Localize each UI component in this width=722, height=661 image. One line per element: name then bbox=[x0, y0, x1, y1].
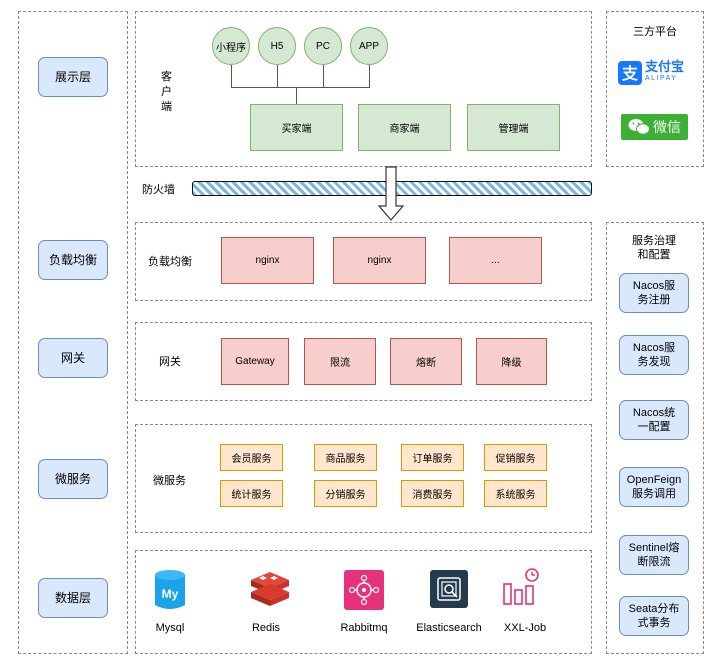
rabbitmq-caption: Rabbitmq bbox=[340, 622, 388, 634]
microservice-section bbox=[135, 424, 592, 533]
redis-caption: Redis bbox=[251, 622, 281, 634]
xxl-job-caption: XXL-Job bbox=[503, 622, 547, 634]
wechat-icon bbox=[628, 119, 650, 135]
mysql-caption: Mysql bbox=[155, 622, 185, 634]
channel-miniprogram: 小程序 bbox=[212, 27, 250, 65]
nginx-node-1: nginx bbox=[221, 237, 314, 284]
channel-pc: PC bbox=[304, 27, 342, 65]
wechat-logo: 微信 bbox=[621, 114, 688, 140]
connector-vertical-1 bbox=[231, 65, 232, 87]
service-product: 商品服务 bbox=[314, 444, 377, 471]
load-balance-section bbox=[135, 222, 592, 301]
gov-nacos-config: Nacos统一配置 bbox=[619, 400, 689, 440]
microservice-label: 微服务 bbox=[153, 475, 186, 487]
service-statistics: 统计服务 bbox=[220, 480, 283, 507]
client-section bbox=[135, 11, 592, 167]
nginx-node-more: ... bbox=[449, 237, 542, 284]
service-distribution: 分销服务 bbox=[314, 480, 377, 507]
alipay-logo: 支 支付宝 ALIPAY bbox=[618, 59, 690, 87]
channel-h5: H5 bbox=[258, 27, 296, 65]
endpoint-merchant: 商家端 bbox=[358, 104, 451, 151]
connector-horizontal bbox=[231, 87, 370, 88]
svg-text:支: 支 bbox=[621, 64, 639, 83]
layer-presentation: 展示层 bbox=[38, 57, 108, 97]
service-promotion: 促销服务 bbox=[484, 444, 547, 471]
circuit-break-node: 熔断 bbox=[390, 338, 462, 385]
alipay-cn: 支付宝 bbox=[645, 59, 685, 74]
rate-limit-node: 限流 bbox=[304, 338, 376, 385]
gateway-section bbox=[135, 322, 592, 401]
data-section bbox=[135, 550, 592, 654]
svg-text:My: My bbox=[162, 587, 179, 601]
rabbitmq-icon bbox=[344, 570, 384, 610]
alipay-en: ALIPAY bbox=[645, 75, 678, 82]
elasticsearch-icon bbox=[430, 570, 468, 608]
connector-vertical-3 bbox=[323, 65, 324, 87]
layer-microservice: 微服务 bbox=[38, 459, 108, 499]
layer-gateway: 网关 bbox=[38, 338, 108, 378]
firewall-label: 防火墙 bbox=[142, 184, 175, 196]
alipay-icon: 支 bbox=[618, 61, 642, 85]
degrade-node: 降级 bbox=[476, 338, 547, 385]
third-party-title: 三方平台 bbox=[633, 26, 677, 38]
xxl-job-icon bbox=[503, 568, 539, 605]
wechat-cn: 微信 bbox=[653, 119, 681, 135]
layer-data: 数据层 bbox=[38, 578, 108, 618]
redis-icon bbox=[251, 572, 289, 606]
governance-title: 服务治理和配置 bbox=[632, 235, 676, 261]
channel-app: APP bbox=[350, 27, 388, 65]
service-system: 系统服务 bbox=[484, 480, 547, 507]
connector-down bbox=[296, 87, 297, 104]
service-consumer: 消费服务 bbox=[401, 480, 464, 507]
down-arrow-icon bbox=[377, 166, 405, 221]
connector-vertical-4 bbox=[369, 65, 370, 87]
left-layer-column bbox=[18, 11, 128, 654]
load-balance-label: 负载均衡 bbox=[148, 256, 192, 268]
third-party-section bbox=[606, 11, 704, 167]
client-label: 客户端 bbox=[161, 71, 172, 113]
layer-load-balance: 负载均衡 bbox=[38, 240, 108, 280]
endpoint-admin: 管理端 bbox=[467, 104, 560, 151]
elasticsearch-caption: Elasticsearch bbox=[416, 622, 482, 634]
gov-nacos-registry: Nacos服务注册 bbox=[619, 273, 689, 313]
gateway-label: 网关 bbox=[159, 356, 181, 368]
gov-openfeign: OpenFeign服务调用 bbox=[619, 467, 689, 507]
gov-seata: Seata分布式事务 bbox=[619, 596, 689, 636]
gov-nacos-discovery: Nacos服务发现 bbox=[619, 335, 689, 375]
governance-section bbox=[606, 222, 704, 654]
service-member: 会员服务 bbox=[220, 444, 283, 471]
endpoint-buyer: 买家端 bbox=[250, 104, 343, 151]
gateway-node: Gateway bbox=[221, 338, 289, 385]
gov-sentinel: Sentinel熔断限流 bbox=[619, 535, 689, 575]
nginx-node-2: nginx bbox=[333, 237, 426, 284]
connector-vertical-2 bbox=[277, 65, 278, 87]
mysql-icon: My bbox=[155, 570, 185, 609]
service-order: 订单服务 bbox=[401, 444, 464, 471]
